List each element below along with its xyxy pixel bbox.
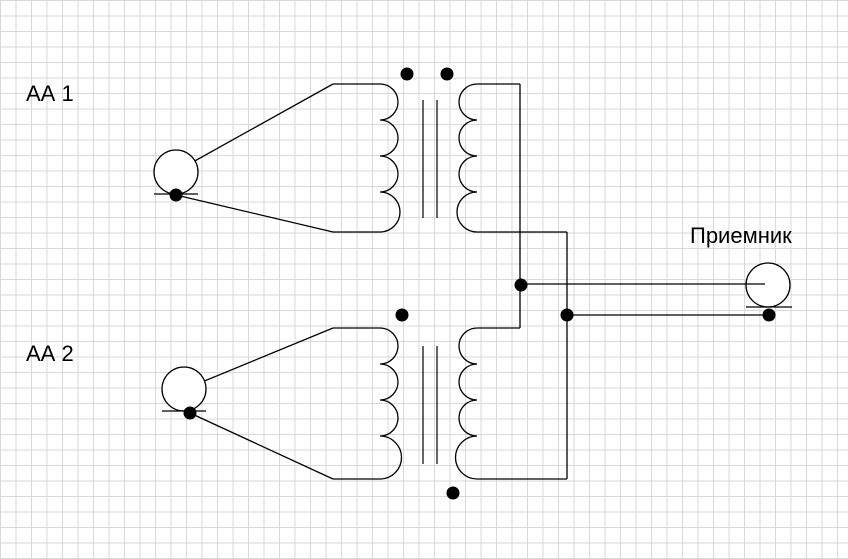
transformer-1-secondary-coil [456,83,567,233]
antenna-aa2-feed-top [184,327,334,390]
antenna-aa1 [153,83,334,233]
transformer-2-secondary-coil [454,327,567,480]
transformer-1-primary-coil [333,83,401,233]
transformer-2-polarity-dot-top [395,308,409,322]
combining-network [514,84,769,479]
transformer-1-polarity-dot-right [440,67,454,81]
transformer-1-polarity-dot-left [400,67,414,81]
antenna-aa1-circle [153,149,199,195]
transformer-2 [333,308,567,500]
receiver [745,262,792,322]
antenna-aa1-feed-top [174,83,334,173]
transformer-2-polarity-dot-bottom [446,486,460,500]
antenna-aa1-terminal-dot [169,188,183,202]
antenna-aa1-feed-bottom [175,194,334,233]
antenna-aa2-circle [161,366,207,412]
label-aa2: АА 2 [26,341,74,366]
antenna-aa2 [161,327,334,480]
transformer-2-primary-coil [333,327,403,480]
label-aa1: АА 1 [26,81,74,106]
junction-dot-1 [514,278,528,292]
antenna-aa2-feed-bottom [189,412,334,480]
receiver-terminal-dot [762,308,776,322]
transformer-1 [333,67,567,233]
receiver-circle [745,262,791,308]
label-receiver: Приемник [690,223,792,248]
junction-dot-2 [560,308,574,322]
antenna-aa2-terminal-dot [183,406,197,420]
